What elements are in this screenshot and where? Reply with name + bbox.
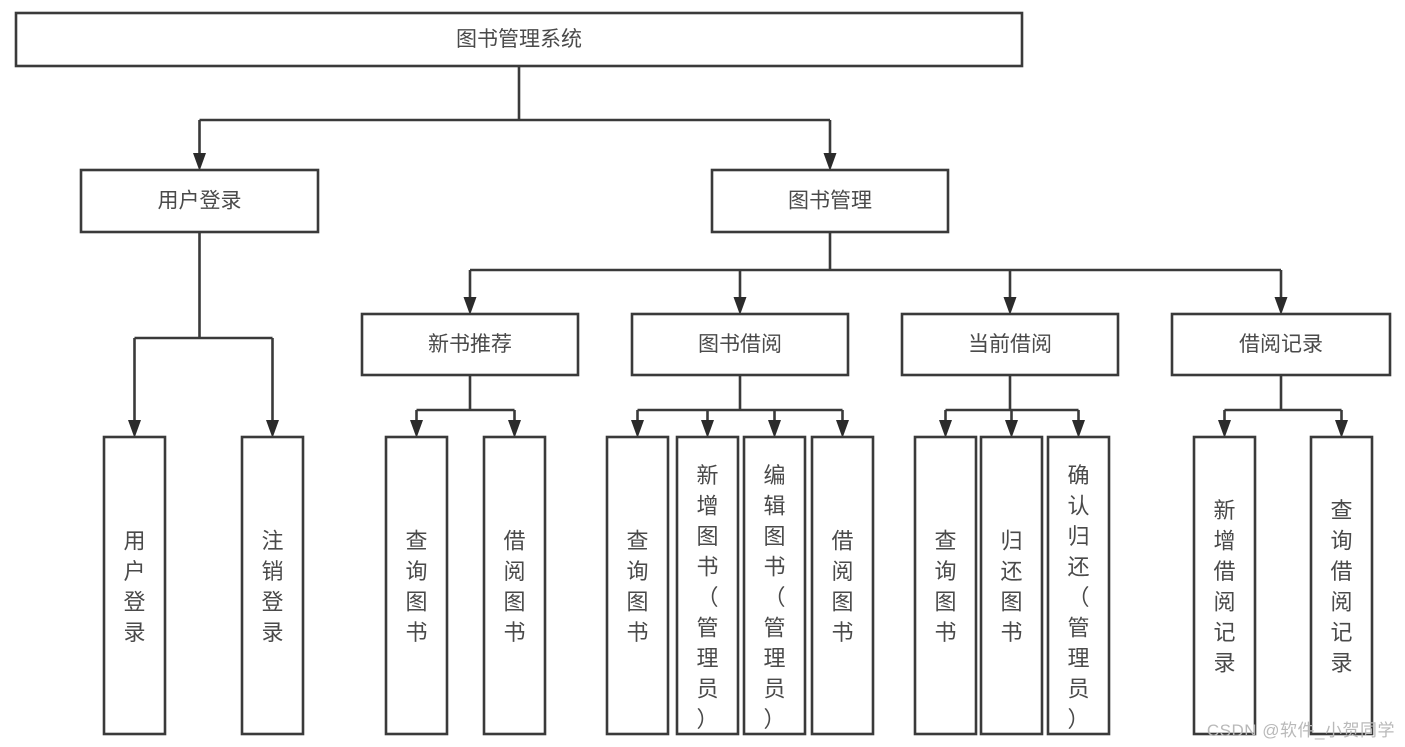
node-label: 图书借阅 <box>698 333 782 356</box>
arrow-head-icon <box>266 420 279 438</box>
arrow-head-icon <box>1335 420 1348 438</box>
arrow-head-icon <box>823 153 837 171</box>
arrow-head-icon <box>1274 297 1288 315</box>
arrow-head-icon <box>701 420 714 438</box>
arrow-head-icon <box>1218 420 1231 438</box>
node-label: 确认归还（管理员） <box>1067 463 1089 732</box>
arrow-head-icon <box>939 420 952 438</box>
node-label: 图书管理系统 <box>456 28 582 51</box>
node-leaf-leaf-add-record[interactable]: 新增借阅记录 <box>1192 435 1257 736</box>
node-box <box>605 435 670 736</box>
node-leaf-leaf-borrow-book-1[interactable]: 借阅图书 <box>482 435 547 736</box>
node-box <box>1309 435 1374 736</box>
node-label: 用户登录 <box>158 190 242 213</box>
node-leaf-leaf-add-book[interactable]: 新增图书（管理员） <box>675 435 740 736</box>
node-label: 新增图书（管理员） <box>696 463 718 732</box>
node-label: 查询图书 <box>626 528 648 645</box>
node-leaf-leaf-user-logout[interactable]: 注销登录 <box>240 435 305 736</box>
node-level2-book-manage[interactable]: 图书管理 <box>710 168 950 234</box>
node-label: 注销登录 <box>261 528 283 645</box>
node-box <box>1046 435 1111 736</box>
node-leaf-leaf-user-login[interactable]: 用户登录 <box>102 435 167 736</box>
node-level3-book-borrow[interactable]: 图书借阅 <box>630 312 850 377</box>
arrow-head-icon <box>836 420 849 438</box>
node-box <box>102 435 167 736</box>
node-leaf-leaf-query-record[interactable]: 查询借阅记录 <box>1309 435 1374 736</box>
node-leaf-leaf-return-book[interactable]: 归还图书 <box>979 435 1044 736</box>
node-box <box>742 435 807 736</box>
node-box <box>240 435 305 736</box>
node-label: 查询借阅记录 <box>1330 498 1352 676</box>
node-layer: 图书管理系统用户登录图书管理新书推荐图书借阅当前借阅借阅记录用户登录注销登录查询… <box>14 11 1392 736</box>
node-label: 用户登录 <box>123 528 145 645</box>
node-box <box>710 168 950 234</box>
node-box <box>79 168 320 234</box>
node-level3-current-borrow[interactable]: 当前借阅 <box>900 312 1120 377</box>
node-leaf-leaf-confirm-return[interactable]: 确认归还（管理员） <box>1046 435 1111 736</box>
node-box <box>360 312 580 377</box>
node-leaf-leaf-query-book-2[interactable]: 查询图书 <box>605 435 670 736</box>
arrow-head-icon <box>410 420 423 438</box>
node-label: 图书管理 <box>788 190 872 213</box>
node-leaf-leaf-query-book-1[interactable]: 查询图书 <box>384 435 449 736</box>
arrow-head-icon <box>1072 420 1085 438</box>
node-box <box>913 435 978 736</box>
arrow-head-icon <box>193 153 206 171</box>
arrow-head-icon <box>463 297 477 315</box>
node-box <box>675 435 740 736</box>
node-label: 借阅图书 <box>503 528 525 645</box>
connector-layer <box>128 66 1348 438</box>
node-box <box>979 435 1044 736</box>
node-box <box>1192 435 1257 736</box>
node-label: 借阅记录 <box>1239 333 1323 356</box>
arrow-head-icon <box>733 297 747 315</box>
node-level3-borrow-record[interactable]: 借阅记录 <box>1170 312 1392 377</box>
node-label: 查询图书 <box>934 528 956 645</box>
node-box <box>900 312 1120 377</box>
node-box <box>14 11 1024 68</box>
node-label: 新增借阅记录 <box>1213 498 1235 676</box>
arrow-head-icon <box>1005 420 1018 438</box>
node-box <box>1170 312 1392 377</box>
node-level3-new-book-recommend[interactable]: 新书推荐 <box>360 312 580 377</box>
node-level2-user-login[interactable]: 用户登录 <box>79 168 320 234</box>
csdn-watermark: CSDN @软件_小贺同学 <box>1206 721 1395 740</box>
node-root-root[interactable]: 图书管理系统 <box>14 11 1024 68</box>
node-label: 归还图书 <box>1000 528 1022 645</box>
arrow-head-icon <box>128 420 141 438</box>
node-label: 当前借阅 <box>968 333 1052 356</box>
node-leaf-leaf-query-book-3[interactable]: 查询图书 <box>913 435 978 736</box>
node-label: 编辑图书（管理员） <box>763 463 785 732</box>
node-box <box>810 435 875 736</box>
node-label: 新书推荐 <box>428 333 512 356</box>
node-box <box>482 435 547 736</box>
node-label: 查询图书 <box>405 528 427 645</box>
node-box <box>630 312 850 377</box>
node-label: 借阅图书 <box>831 528 853 645</box>
arrow-head-icon <box>508 420 521 438</box>
arrow-head-icon <box>631 420 644 438</box>
arrow-head-icon <box>768 420 781 438</box>
node-leaf-leaf-edit-book[interactable]: 编辑图书（管理员） <box>742 435 807 736</box>
node-box <box>384 435 449 736</box>
arrow-head-icon <box>1003 297 1017 315</box>
node-leaf-leaf-borrow-book-2[interactable]: 借阅图书 <box>810 435 875 736</box>
